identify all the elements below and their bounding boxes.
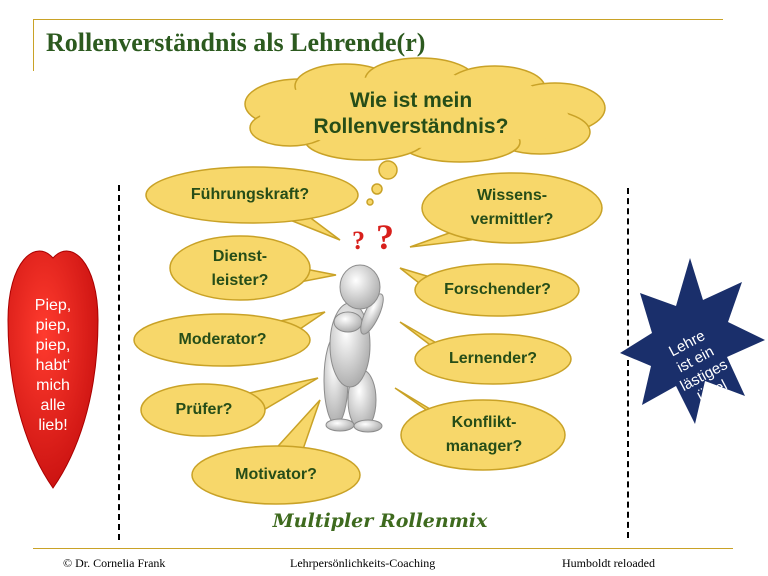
footer-author: © Dr. Cornelia Frank: [63, 556, 166, 570]
right-divider: [627, 188, 629, 538]
thought-dot-small: [366, 198, 374, 206]
bubble-motivator: [191, 399, 361, 505]
role-label-pruefer: Prüfer?: [175, 401, 233, 418]
footer-rule: [33, 548, 733, 549]
thought-cloud-fill: [260, 70, 570, 148]
question-mark-large: ?: [376, 217, 394, 257]
footer-right: Humboldt reloaded: [562, 556, 655, 570]
role-label-konfliktmanager: Konflikt- manager?: [445, 414, 523, 455]
bubble-moderator: [133, 311, 326, 367]
role-label-lernender: Lernender?: [448, 350, 537, 367]
starburst-shape: [620, 258, 765, 424]
diagram-caption: Multipler Rollenmix: [272, 510, 488, 532]
left-rule: [33, 19, 34, 71]
bubble-konfliktmanager: [394, 387, 566, 471]
role-label-fuehrungskraft: Führungskraft?: [190, 186, 310, 203]
role-label-wissensvermittler: Wissens- vermittler?: [470, 187, 554, 228]
bubble-wissensvermittler: [409, 172, 603, 248]
role-label-forschender: Forschender?: [444, 281, 551, 298]
thought-dot-medium: [371, 183, 383, 195]
bubble-lernender: [399, 321, 572, 385]
question-mark-small: ?: [352, 226, 365, 255]
top-rule: [33, 19, 723, 20]
role-label-dienstleister: Dienst- leister?: [211, 248, 269, 289]
thought-dot-large: [378, 160, 398, 180]
footer-center: Lehrpersönlichkeits-Coaching: [290, 556, 436, 570]
cloud-line-2: Rollenverständnis?: [313, 115, 509, 138]
slide-title: Rollenverständnis als Lehrende(r): [46, 28, 426, 57]
bubble-forschender: [399, 263, 580, 317]
bubble-pruefer: [140, 377, 319, 437]
role-label-motivator: Motivator?: [235, 466, 317, 483]
cloud-line-1: Wie ist mein: [349, 89, 473, 112]
thinking-figure: [323, 264, 384, 433]
heart-text: Piep, piep, piep, habt‘ mich alle lieb!: [34, 297, 72, 434]
role-label-moderator: Moderator?: [178, 331, 267, 348]
bubble-dienstleister: [169, 235, 337, 301]
left-divider: [118, 185, 120, 540]
cloud-question: Wie ist mein Rollenverständnis?: [272, 88, 550, 140]
heart-shape: [7, 250, 99, 489]
bubble-fuehrungskraft: [145, 166, 359, 241]
